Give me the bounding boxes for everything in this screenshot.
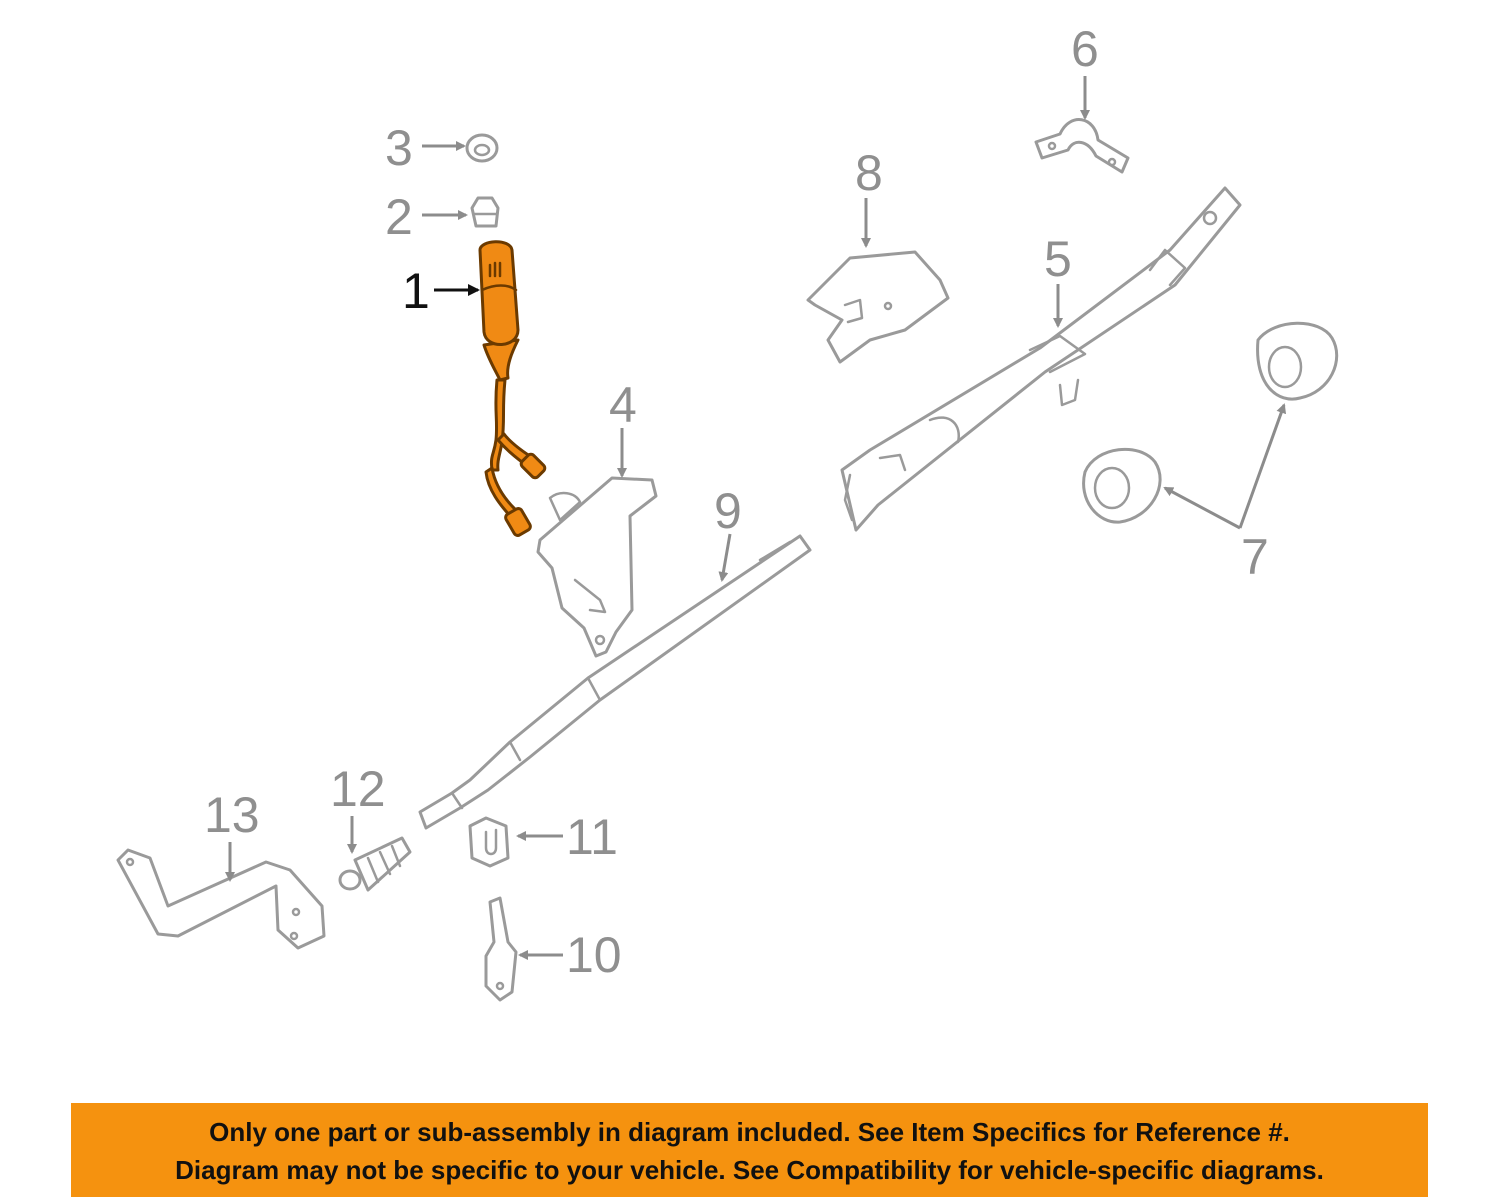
callout-10: 10 [566, 927, 622, 983]
part-6 [1034, 118, 1130, 174]
part-1-highlighted [478, 240, 547, 537]
part-4 [536, 476, 658, 658]
callout-3: 3 [385, 120, 413, 176]
callout-6: 6 [1071, 21, 1099, 77]
part-11 [468, 816, 510, 868]
callout-12: 12 [330, 761, 386, 817]
callout-13: 13 [204, 787, 260, 843]
disclaimer-line-1: Only one part or sub-assembly in diagram… [209, 1117, 1290, 1147]
part-5 [840, 186, 1242, 532]
part-2 [470, 196, 500, 228]
callout-1: 1 [402, 263, 430, 319]
callout-2: 2 [385, 189, 413, 245]
callout-5: 5 [1044, 231, 1072, 287]
leader-lines [225, 76, 1287, 960]
part-3 [465, 133, 499, 163]
callout-8: 8 [855, 145, 883, 201]
part-8 [806, 250, 950, 364]
part-10 [484, 896, 518, 1002]
disclaimer-line-2: Diagram may not be specific to your vehi… [175, 1155, 1324, 1185]
part-7 [1082, 321, 1339, 524]
part-9 [418, 534, 812, 830]
callout-4: 4 [609, 377, 637, 433]
part-12 [338, 836, 412, 892]
callout-9: 9 [714, 483, 742, 539]
callout-7: 7 [1241, 529, 1269, 585]
part-13 [116, 848, 326, 950]
callout-11: 11 [566, 809, 618, 865]
disclaimer-banner: Only one part or sub-assembly in diagram… [71, 1103, 1428, 1197]
